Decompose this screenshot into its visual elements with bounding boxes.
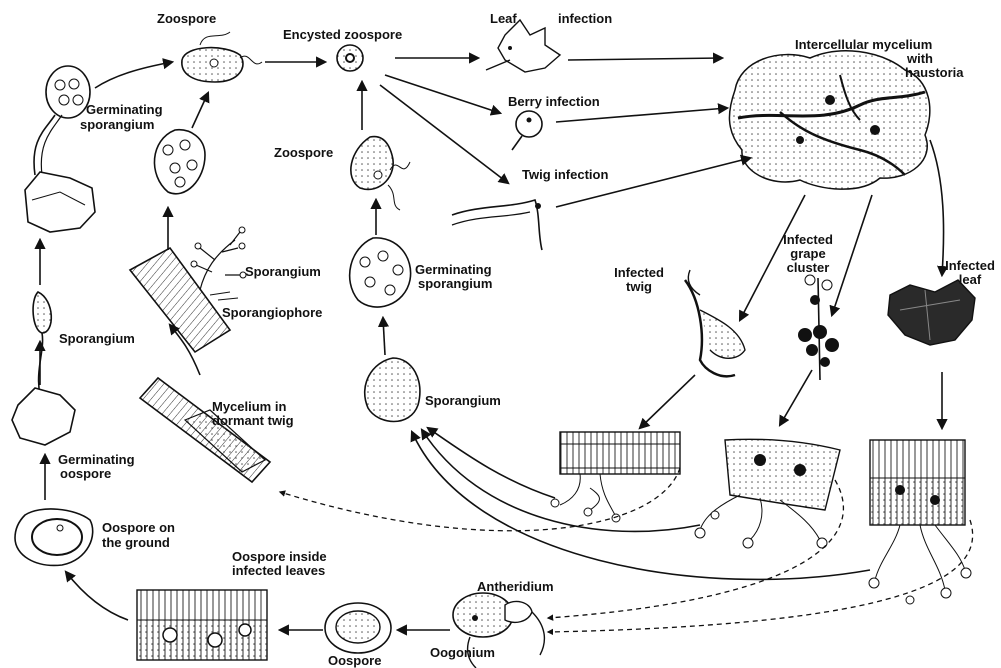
arrow-leaves-to-ground xyxy=(66,572,128,620)
label-leaf-infection-infection: infection xyxy=(558,12,612,26)
label-leaf-infection-leaf: Leaf xyxy=(490,12,517,26)
label-mycelium-in: Mycelium in xyxy=(212,400,286,414)
label-infected-twig-2: twig xyxy=(604,280,674,294)
arrow-twig-to-mycelium xyxy=(556,158,750,207)
dashed-leaf-section-to-antheridium xyxy=(548,520,973,632)
label-germinating-sporangium-left-1: Germinating xyxy=(86,103,163,117)
label-berry-infection: Berry infection xyxy=(508,95,600,109)
arrow-germ-sporangium-to-zoospore xyxy=(192,93,208,128)
label-intercellular-mycelium: Intercellular mycelium xyxy=(795,38,932,52)
arrow-mycelium-to-cluster xyxy=(832,195,872,315)
dashed-twig-section-to-dormant-twig xyxy=(280,468,680,531)
label-oospore-on-ground-2: the ground xyxy=(102,536,170,550)
dashed-arrows xyxy=(280,468,973,632)
label-germinating-sporangium-mid-1: Germinating xyxy=(415,263,492,277)
mycelium-dormant-twig-illustration xyxy=(140,378,270,482)
label-infected-twig-1: Infected xyxy=(604,266,674,280)
arrow-leaf-to-mycelium xyxy=(568,58,722,60)
label-oospore-inside-1: Oospore inside xyxy=(232,550,327,564)
label-sporangium-center: Sporangium xyxy=(425,394,501,408)
arrow-cluster-to-section xyxy=(780,370,812,425)
oospore-inside-leaves-illustration xyxy=(137,590,267,660)
label-intercellular-with: with xyxy=(900,52,940,66)
arrow-encysted-to-berry xyxy=(385,75,500,113)
encysted-zoospore-illustration xyxy=(337,45,363,71)
arrow-twig-section-to-sporangium xyxy=(428,428,555,498)
label-infected-leaf-1: Infected xyxy=(940,259,1000,273)
sporangiophore-illustration xyxy=(130,227,246,352)
label-intercellular-haustoria: haustoria xyxy=(905,66,964,80)
oospore-germinating-blob-top xyxy=(25,172,95,232)
label-encysted-zoospore: Encysted zoospore xyxy=(283,28,402,42)
label-germinating-oospore-1: Germinating xyxy=(58,453,135,467)
label-sporangium-left: Sporangium xyxy=(59,332,135,346)
twig-infection-illustration xyxy=(452,200,542,250)
label-germinating-sporangium-left-2: sporangium xyxy=(80,118,154,132)
label-infected-cluster-3: cluster xyxy=(778,261,838,275)
germinating-sporangium-middle-illustration xyxy=(350,238,411,307)
label-zoospore-top: Zoospore xyxy=(157,12,216,26)
intercellular-mycelium-illustration xyxy=(729,51,929,189)
arrow-mycelium-to-infected-leaf xyxy=(930,140,944,275)
sporangium-left-illustration xyxy=(12,292,75,445)
label-oospore: Oospore xyxy=(328,654,381,668)
arrow-berry-to-mycelium xyxy=(556,108,727,122)
label-infected-leaf-2: leaf xyxy=(940,273,1000,287)
leaf-infection-illustration xyxy=(486,20,560,72)
infected-grape-cluster-illustration xyxy=(798,275,839,380)
arrow-sporangium-to-germsp-mid xyxy=(383,318,385,355)
oospore-on-ground-illustration xyxy=(15,509,93,565)
infected-twig-illustration xyxy=(685,270,745,376)
berry-infection-illustration xyxy=(512,111,542,150)
label-dormant-twig: dormant twig xyxy=(212,414,294,428)
label-antheridium: Antheridium xyxy=(477,580,554,594)
infected-leaf-illustration xyxy=(888,280,975,345)
arrow-sporangium-to-zoospore xyxy=(95,62,172,88)
label-sporangiophore: Sporangiophore xyxy=(222,306,322,320)
label-infected-cluster-1: Infected xyxy=(778,233,838,247)
label-oospore-on-ground-1: Oospore on xyxy=(102,521,175,535)
sporangium-center-illustration xyxy=(365,358,420,422)
label-infected-cluster-2: grape xyxy=(778,247,838,261)
label-germinating-sporangium-mid-2: sporangium xyxy=(418,277,492,291)
label-sporangium-tree: Sporangium xyxy=(245,265,321,279)
label-zoospore-middle: Zoospore xyxy=(274,146,333,160)
arrow-infected-twig-to-section xyxy=(640,375,695,428)
berry-cross-section-illustration xyxy=(695,439,840,548)
label-germinating-oospore-2: oospore xyxy=(60,467,111,481)
leaf-cross-section-illustration xyxy=(869,440,971,604)
label-oogonium: Oogonium xyxy=(430,646,495,660)
zoospore-middle-illustration xyxy=(351,137,410,210)
zoospore-top-illustration xyxy=(182,32,262,82)
label-twig-infection: Twig infection xyxy=(522,168,608,182)
germinating-sporangium-second-illustration xyxy=(154,130,205,194)
twig-cross-section-illustration xyxy=(551,432,680,522)
arrow-encysted-to-twig xyxy=(380,85,508,183)
oospore-illustration xyxy=(325,603,391,653)
label-oospore-inside-2: infected leaves xyxy=(232,564,325,578)
